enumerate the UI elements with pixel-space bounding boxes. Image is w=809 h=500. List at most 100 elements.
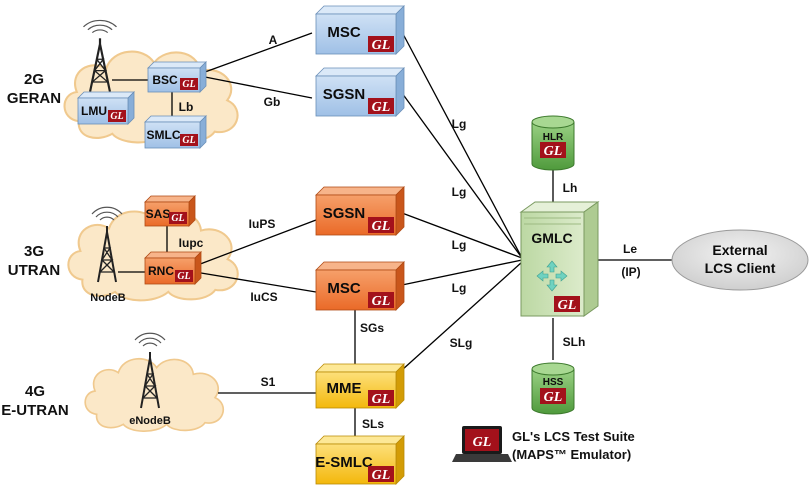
link-lg-sgsn2g [401,92,523,259]
msc-2g-label: MSC [327,24,361,41]
sgsn-2g-label: SGSN [323,86,366,103]
bsc-node: BSC GL [147,61,207,93]
generation-4g: 4G E-UTRAN [0,382,70,420]
link-gb [204,76,313,99]
msc-2g-node: MSC GL [315,5,405,55]
lcs-client-line1: External [712,242,767,258]
svg-text:GL: GL [372,294,391,309]
bsc-label: BSC [152,73,178,87]
iface-lucs: IuCS [250,290,277,304]
sgsn-3g-label: SGSN [323,205,366,222]
lcs-test-suite-caption: GL's LCS Test Suite (MAPS™ Emulator) [512,428,635,464]
lmu-gl-logo: GL [108,110,126,122]
svg-text:GL: GL [558,298,577,313]
svg-text:GL: GL [182,135,195,146]
svg-text:GL: GL [372,100,391,115]
laptop-icon: GL [452,426,512,462]
link-a [204,32,313,73]
generation-3g-ran: UTRAN [7,262,61,279]
suite-line2: (MAPS™ Emulator) [512,447,632,462]
hlr-label: HLR [543,132,564,143]
interface-labels: A Gb Lb Iupc IuPS IuCS SGs S1 SLs Lh SLh… [179,33,641,431]
hss-database: HSS GL [531,362,575,415]
iface-lupc: Iupc [179,236,204,250]
msc-3g-node: MSC GL [315,261,405,311]
gmlc-server: GMLC GL [519,201,600,317]
link-slg [401,261,523,371]
laptop-gl-logo: GL [473,435,492,450]
svg-text:GL: GL [372,219,391,234]
svg-text:GL: GL [110,111,123,122]
sas-label: SAS [146,207,171,221]
generation-2g-label: 2G [23,71,44,88]
generation-4g-ran: E-UTRAN [1,402,69,419]
iface-le: Le [623,242,637,256]
suite-line1: GL's LCS Test Suite [512,429,635,444]
generation-3g: 3G UTRAN [6,242,62,280]
svg-text:GL: GL [544,390,563,405]
enodeb-label: eNodeB [129,415,171,427]
hss-gl-logo: GL [540,388,566,405]
smlc-label: SMLC [147,128,181,142]
svg-text:GL: GL [372,468,391,483]
svg-text:GL: GL [544,144,563,159]
hlr-gl-logo: GL [540,142,566,159]
msc-3g-label: MSC [327,280,361,297]
generation-2g: 2G GERAN [6,70,62,108]
iface-lups: IuPS [249,217,276,231]
sgsn-2g-gl-logo: GL [368,98,394,115]
iface-sgs: SGs [360,321,384,335]
sgsn-3g-node: SGSN GL [315,186,405,236]
smlc-gl-logo: GL [180,134,198,146]
rnc-gl-logo: GL [175,270,193,282]
svg-text:GL: GL [372,392,391,407]
iface-a: A [269,33,278,47]
svg-text:GL: GL [372,38,391,53]
routing-arrows-icon [536,260,568,292]
nodeb-label: NodeB [90,292,126,304]
lcs-client-line2: LCS Client [705,260,776,276]
iface-gb: Gb [264,95,281,109]
link-lucs [194,271,317,293]
gmlc-gl-logo: GL [554,296,580,313]
mme-label: MME [327,380,362,397]
msc-3g-gl-logo: GL [368,292,394,309]
iface-lg-3: Lg [452,238,467,252]
link-lups [194,219,317,267]
hlr-database: HLR GL [531,115,575,171]
svg-text:GL: GL [182,79,195,90]
iface-lg-2: Lg [452,185,467,199]
link-lg-msc3g [401,259,523,286]
svg-text:GL: GL [171,213,184,224]
e-smlc-label: E-SMLC [315,454,373,471]
iface-sls: SLs [362,417,384,431]
bsc-gl-logo: GL [180,78,198,90]
iface-slg: SLg [450,336,473,350]
iface-lb: Lb [179,100,194,114]
sgsn-3g-gl-logo: GL [368,217,394,234]
svg-text:GL: GL [177,271,190,282]
gmlc-label: GMLC [531,230,572,246]
sas-gl-logo: GL [169,212,187,224]
iface-s1: S1 [261,375,276,389]
iface-slh: SLh [563,335,586,349]
iface-lg-4: Lg [452,281,467,295]
hss-label: HSS [543,377,564,388]
iface-lg-1: Lg [452,117,467,131]
iface-le-ip: (IP) [621,265,640,279]
generation-3g-label: 3G [23,243,44,260]
e-smlc-gl-logo: GL [368,466,394,483]
generation-4g-label: 4G [24,383,45,400]
mme-gl-logo: GL [368,390,394,407]
mme-node: MME GL [315,363,405,409]
link-lg-msc2g [401,31,523,259]
lmu-label: LMU [81,104,107,118]
links [111,31,672,440]
sgsn-2g-node: SGSN GL [315,67,405,117]
